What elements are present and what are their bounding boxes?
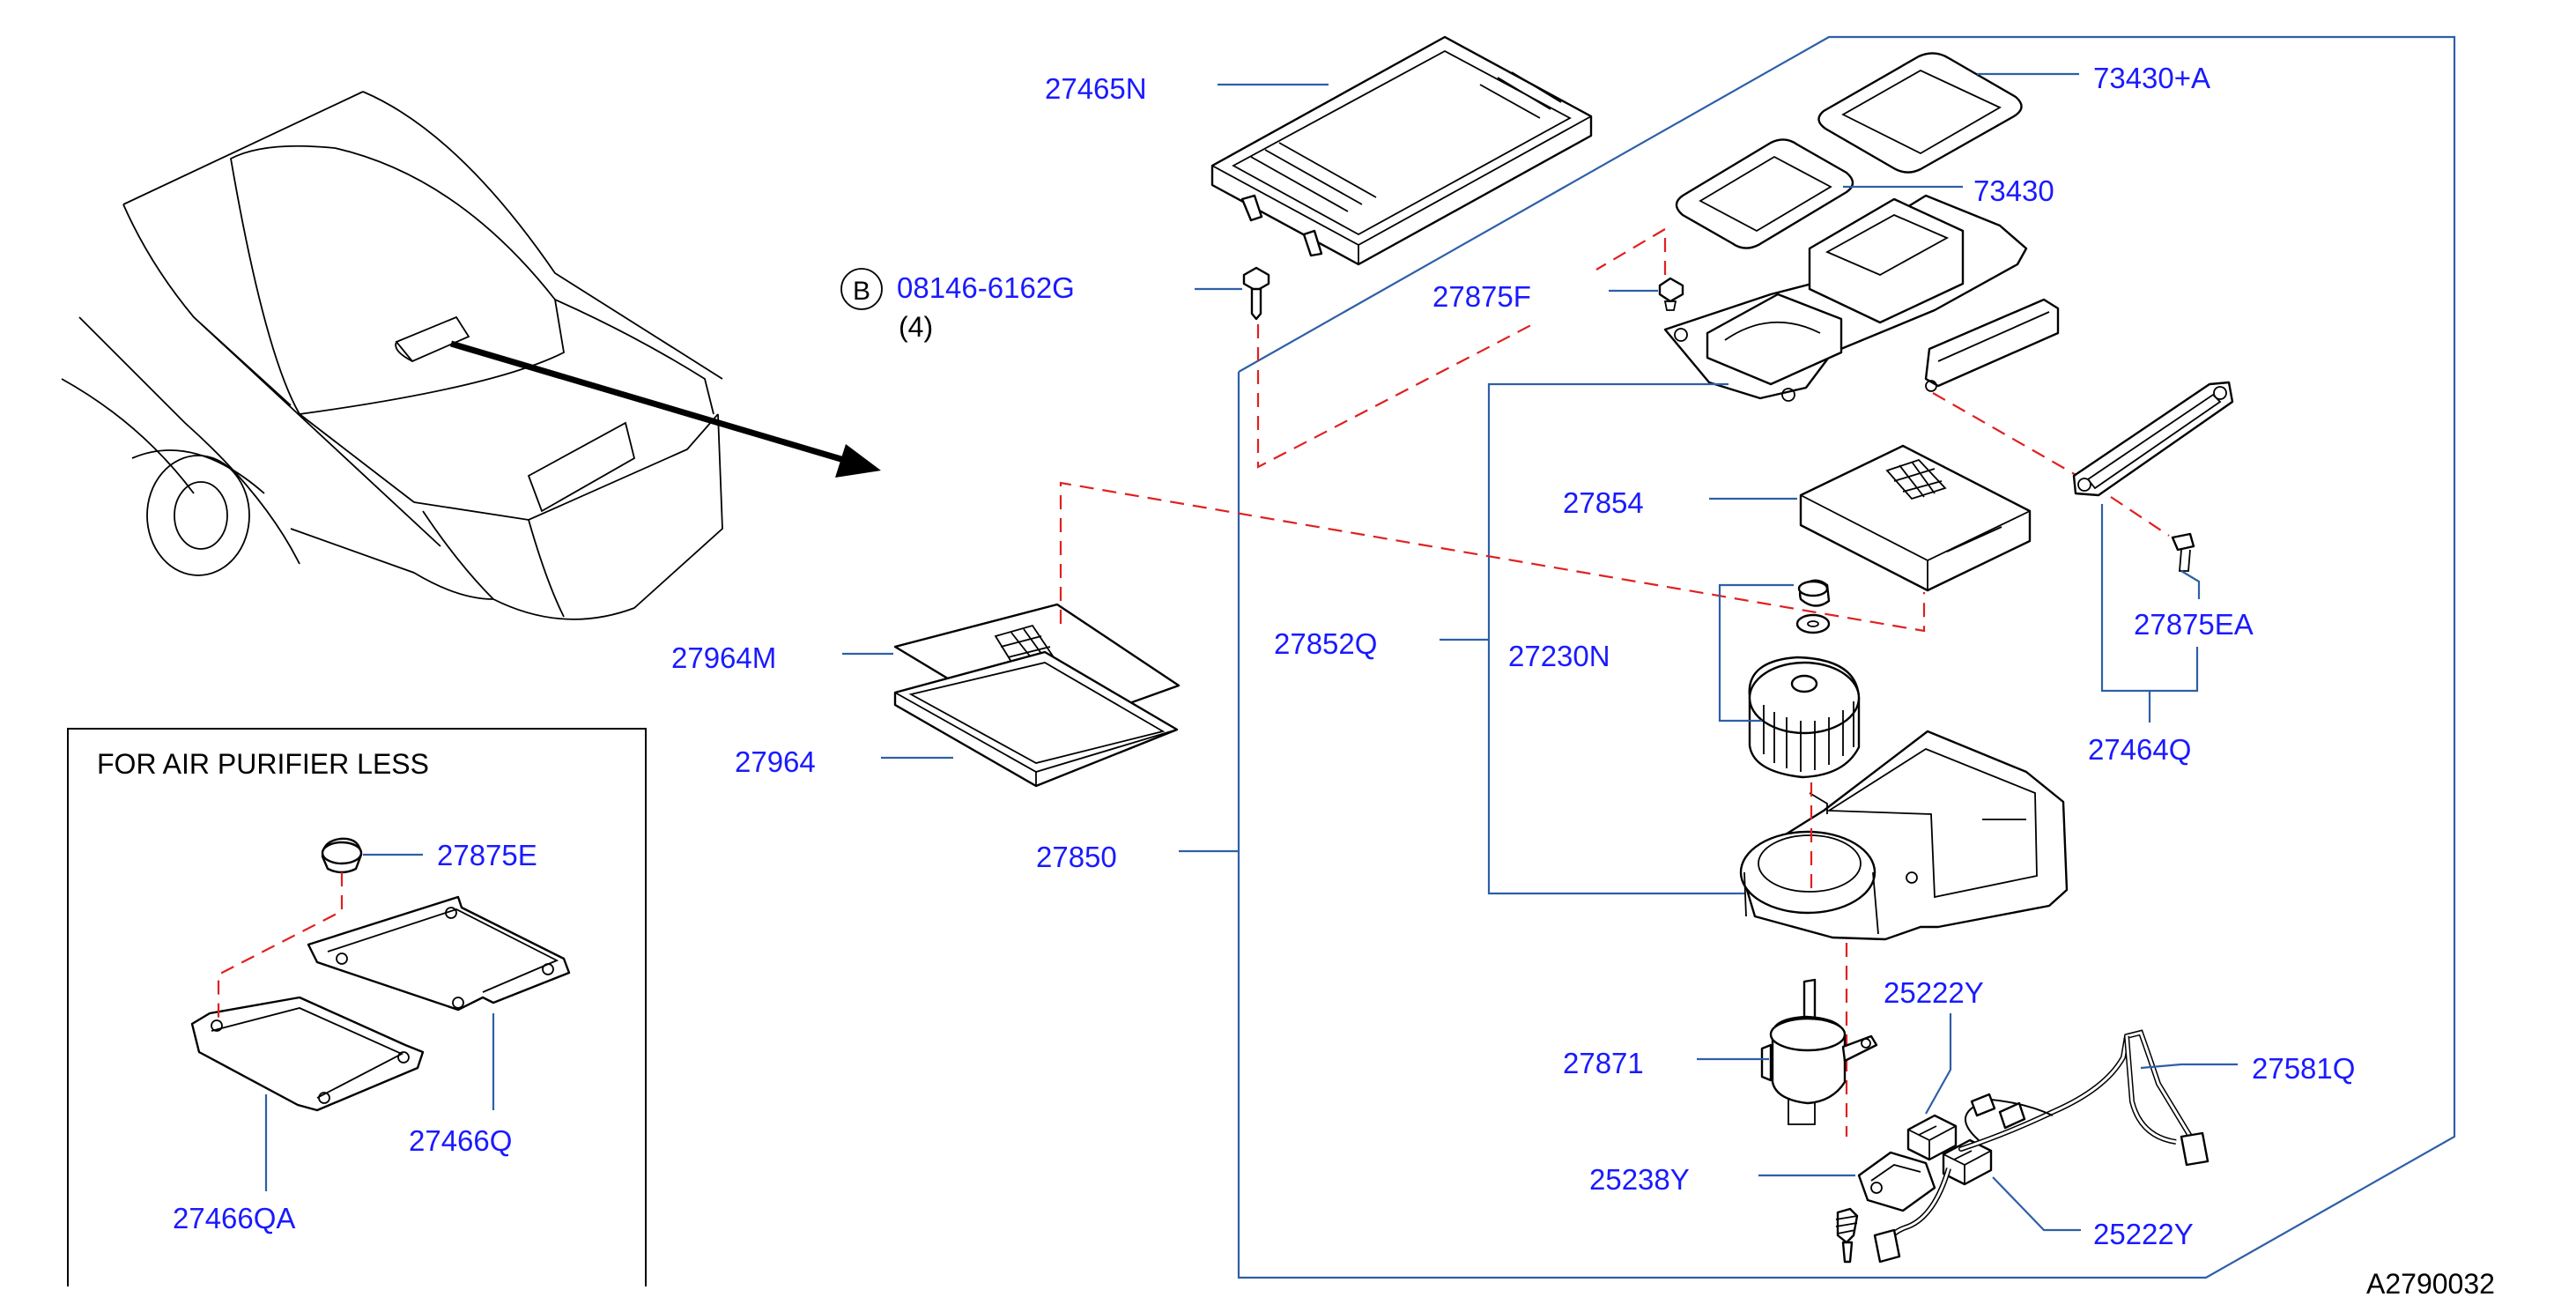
label-27964M: 27964M	[671, 641, 776, 674]
part-25238Y-resistor	[1857, 1151, 1936, 1212]
part-27871-motor	[1760, 978, 1878, 1125]
part-27875F-screw	[1658, 277, 1684, 311]
inset-title: FOR AIR PURIFIER LESS	[97, 748, 429, 780]
label-25222Y-lower: 25222Y	[2093, 1218, 2194, 1250]
part-27854-filter-case	[1799, 444, 2032, 592]
bracket-27466Q	[307, 895, 571, 1012]
diagram-id: A2790032	[2366, 1268, 2495, 1300]
part-73430-seal	[1675, 138, 1854, 249]
blower-housing	[1739, 730, 2069, 941]
label-27875F: 27875F	[1432, 280, 1531, 313]
label-25238Y: 25238Y	[1589, 1163, 1690, 1196]
label-27465N: 27465N	[1045, 72, 1147, 105]
label-27464Q: 27464Q	[2088, 733, 2191, 766]
part-27465N-filter-cover	[1210, 35, 1593, 266]
part-25222Y-relay-upper	[1906, 1114, 1958, 1161]
inset-panel: FOR AIR PURIFIER LESS 27875E 27466Q	[67, 728, 647, 1286]
label-08146-6162G: 08146-6162G	[897, 271, 1075, 304]
car-illustration	[61, 91, 723, 620]
intake-housing	[1663, 194, 2060, 402]
part-27964-filter	[893, 650, 1179, 788]
label-27466Q: 27466Q	[409, 1124, 512, 1157]
mounting-screw	[1835, 1207, 1859, 1264]
part-25222Y-relay-lower	[1942, 1138, 1993, 1186]
label-27230N: 27230N	[1508, 640, 1610, 672]
label-27850: 27850	[1036, 841, 1117, 873]
part-27464Q-housing-cover	[2072, 381, 2234, 497]
bolt-08146-6162G: B 08146-6162G (4)	[840, 266, 1270, 343]
clip-27875E	[321, 837, 363, 874]
bolt-symbol: B	[853, 277, 870, 306]
part-27581Q-wire-harness	[1873, 1029, 2210, 1264]
bolt-quantity: (4)	[899, 311, 933, 343]
assembly-frame-27850	[1237, 35, 2456, 1279]
label-27852Q: 27852Q	[1274, 627, 1377, 660]
label-25222Y-upper: 25222Y	[1884, 976, 1984, 1009]
location-arrow	[450, 340, 881, 478]
label-27871: 27871	[1563, 1047, 1644, 1079]
label-73430: 73430	[1973, 174, 2054, 207]
label-27875EA: 27875EA	[2134, 608, 2254, 641]
part-73430A-seal	[1817, 52, 2023, 174]
label-73430A: 73430+A	[2093, 62, 2210, 94]
part-27875EA-screw	[2171, 532, 2195, 572]
label-27581Q: 27581Q	[2252, 1052, 2355, 1085]
bracket-27466QA	[190, 996, 425, 1112]
part-27230N-fan	[1748, 579, 1861, 779]
label-27854: 27854	[1563, 486, 1644, 519]
label-27964: 27964	[735, 745, 816, 778]
label-27466QA: 27466QA	[173, 1202, 295, 1234]
label-27875E: 27875E	[437, 839, 537, 871]
